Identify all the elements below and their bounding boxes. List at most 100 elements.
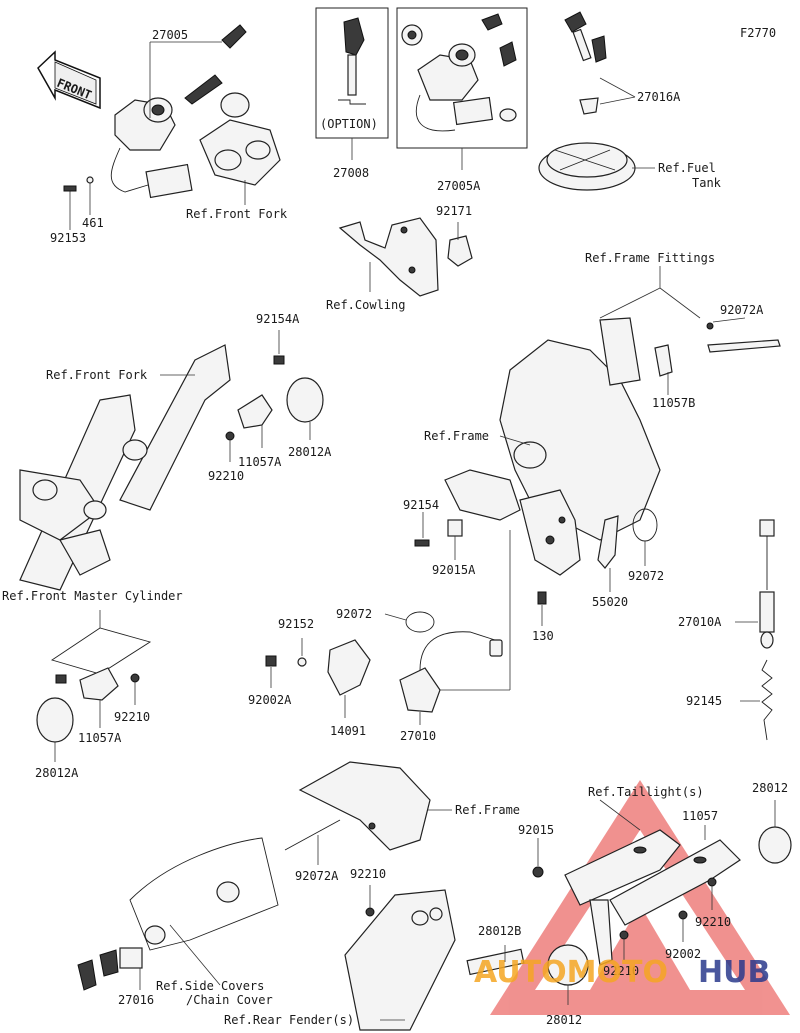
- label-92171: 92171: [436, 204, 472, 218]
- reflector-28012-right: [758, 826, 792, 864]
- label-27010: 27010: [400, 729, 436, 743]
- label-92015A: 92015A: [432, 563, 476, 577]
- front-fork: [19, 344, 231, 591]
- label-11057A-left: 11057A: [78, 731, 122, 745]
- cowling-bracket: [338, 217, 473, 297]
- label-11057B: 11057B: [652, 396, 695, 410]
- label-92153: 92153: [50, 231, 86, 245]
- label-27005A: 27005A: [437, 179, 481, 193]
- label-27010A: 27010A: [678, 615, 722, 629]
- collar-92015A: [447, 519, 463, 537]
- label-92002: 92002: [665, 947, 701, 961]
- label-ref-frame-fittings: Ref.Frame Fittings: [585, 251, 715, 265]
- watermark-text-a: AUTOMOTO: [474, 955, 668, 990]
- switch-27010A: [759, 519, 775, 649]
- label-92154: 92154: [403, 498, 439, 512]
- label-28012A-mid: 28012A: [288, 445, 332, 459]
- label-92145: 92145: [686, 694, 722, 708]
- frame-assembly: [444, 317, 781, 576]
- label-92002A: 92002A: [248, 693, 292, 707]
- label-28012-bottom: 28012: [546, 1013, 582, 1027]
- label-92072-mid: 92072: [336, 607, 372, 621]
- label-130: 130: [532, 629, 554, 643]
- label-92210-low: 92210: [350, 867, 386, 881]
- label-92210-mid: 92210: [208, 469, 244, 483]
- label-92210-r2: 92210: [603, 964, 639, 978]
- watermark-triangle-core: [590, 905, 690, 990]
- ignition-switch-27005: [110, 24, 281, 199]
- label-ref-cowling: Ref.Cowling: [326, 298, 405, 312]
- bolt-92154: [414, 539, 430, 547]
- label-ref-rear-fender: Ref.Rear Fender(s): [224, 1013, 354, 1027]
- label-ref-frame-mid: Ref.Frame: [424, 429, 489, 443]
- nut-92210-low: [365, 907, 375, 917]
- label-461: 461: [82, 216, 104, 230]
- front-arrow: [37, 50, 101, 110]
- ignition-kit-27005A: [401, 13, 517, 132]
- fuel-cap-lock: [538, 11, 636, 191]
- nut-92210-r1: [707, 877, 717, 887]
- label-27016: 27016: [118, 993, 154, 1007]
- label-27016A: 27016A: [637, 90, 681, 104]
- reflector-28012B: [466, 948, 525, 976]
- label-ref-front-master: Ref.Front Master Cylinder: [2, 589, 183, 603]
- bolt-92002: [678, 910, 688, 920]
- bracket-55020: [597, 515, 619, 569]
- spring-92145: [761, 659, 773, 741]
- label-92072A-top: 92072A: [720, 303, 764, 317]
- bracket-11057A-left: [79, 667, 119, 701]
- screw-130: [537, 591, 547, 605]
- switch-27010: [399, 631, 503, 713]
- taillight-brackets: [564, 829, 741, 966]
- reflector-28012A-mid: [286, 377, 324, 423]
- label-92210-left: 92210: [114, 710, 150, 724]
- label-11057: 11057: [682, 809, 718, 823]
- lock-27016: [144, 925, 166, 945]
- key-27016-a: [77, 959, 97, 991]
- clamp-92072-right: [632, 508, 658, 542]
- nut-92210-r2: [619, 930, 629, 940]
- label-ref-fuel-tank-1: Ref.Fuel: [658, 161, 716, 175]
- label-ref-side-2: /Chain Cover: [186, 993, 273, 1007]
- label-92072A-low: 92072A: [295, 869, 339, 883]
- label-ref-front-fork-mid: Ref.Front Fork: [46, 368, 148, 382]
- label-ref-fuel-tank-2: Tank: [692, 176, 722, 190]
- rear-frame: [298, 761, 431, 851]
- bolt-92154A: [273, 355, 285, 365]
- label-ref-frame-low: Ref.Frame: [455, 803, 520, 817]
- label-28012A-left: 28012A: [35, 766, 79, 780]
- label-28012B: 28012B: [478, 924, 521, 938]
- figure-code: F2770: [740, 26, 776, 40]
- label-92154A: 92154A: [256, 312, 300, 326]
- label-27008: 27008: [333, 166, 369, 180]
- cover-14091: [327, 639, 371, 696]
- bolt-92002A: [265, 655, 277, 667]
- bracket-11057A-mid: [237, 394, 273, 429]
- side-cover: [129, 837, 279, 951]
- label-92210-r1: 92210: [695, 915, 731, 929]
- washer-92152: [297, 657, 307, 667]
- collar-92015: [532, 866, 544, 878]
- option-label: (OPTION): [320, 117, 378, 131]
- label-92072-right: 92072: [628, 569, 664, 583]
- nut-92210-left: [130, 673, 140, 683]
- key-27008: [338, 17, 366, 105]
- label-ref-front-fork-top: Ref.Front Fork: [186, 207, 288, 221]
- band-92072A: [284, 819, 341, 851]
- label-ref-side-1: Ref.Side Covers: [156, 979, 264, 993]
- clamp-92072-mid: [405, 611, 435, 633]
- rear-fender: [344, 889, 456, 1031]
- label-11057A-mid: 11057A: [238, 455, 282, 469]
- watermark-text-b: HUB: [698, 955, 770, 990]
- label-28012-right: 28012: [752, 781, 788, 795]
- reflector-28012A-left: [36, 697, 74, 743]
- label-92152: 92152: [278, 617, 314, 631]
- label-ref-taillight: Ref.Taillight(s): [588, 785, 704, 799]
- label-55020: 55020: [592, 595, 628, 609]
- nut-92210-mid: [225, 431, 235, 441]
- label-14091: 14091: [330, 724, 366, 738]
- label-27005: 27005: [152, 28, 188, 42]
- bolt-left: [55, 674, 67, 684]
- label-92015: 92015: [518, 823, 554, 837]
